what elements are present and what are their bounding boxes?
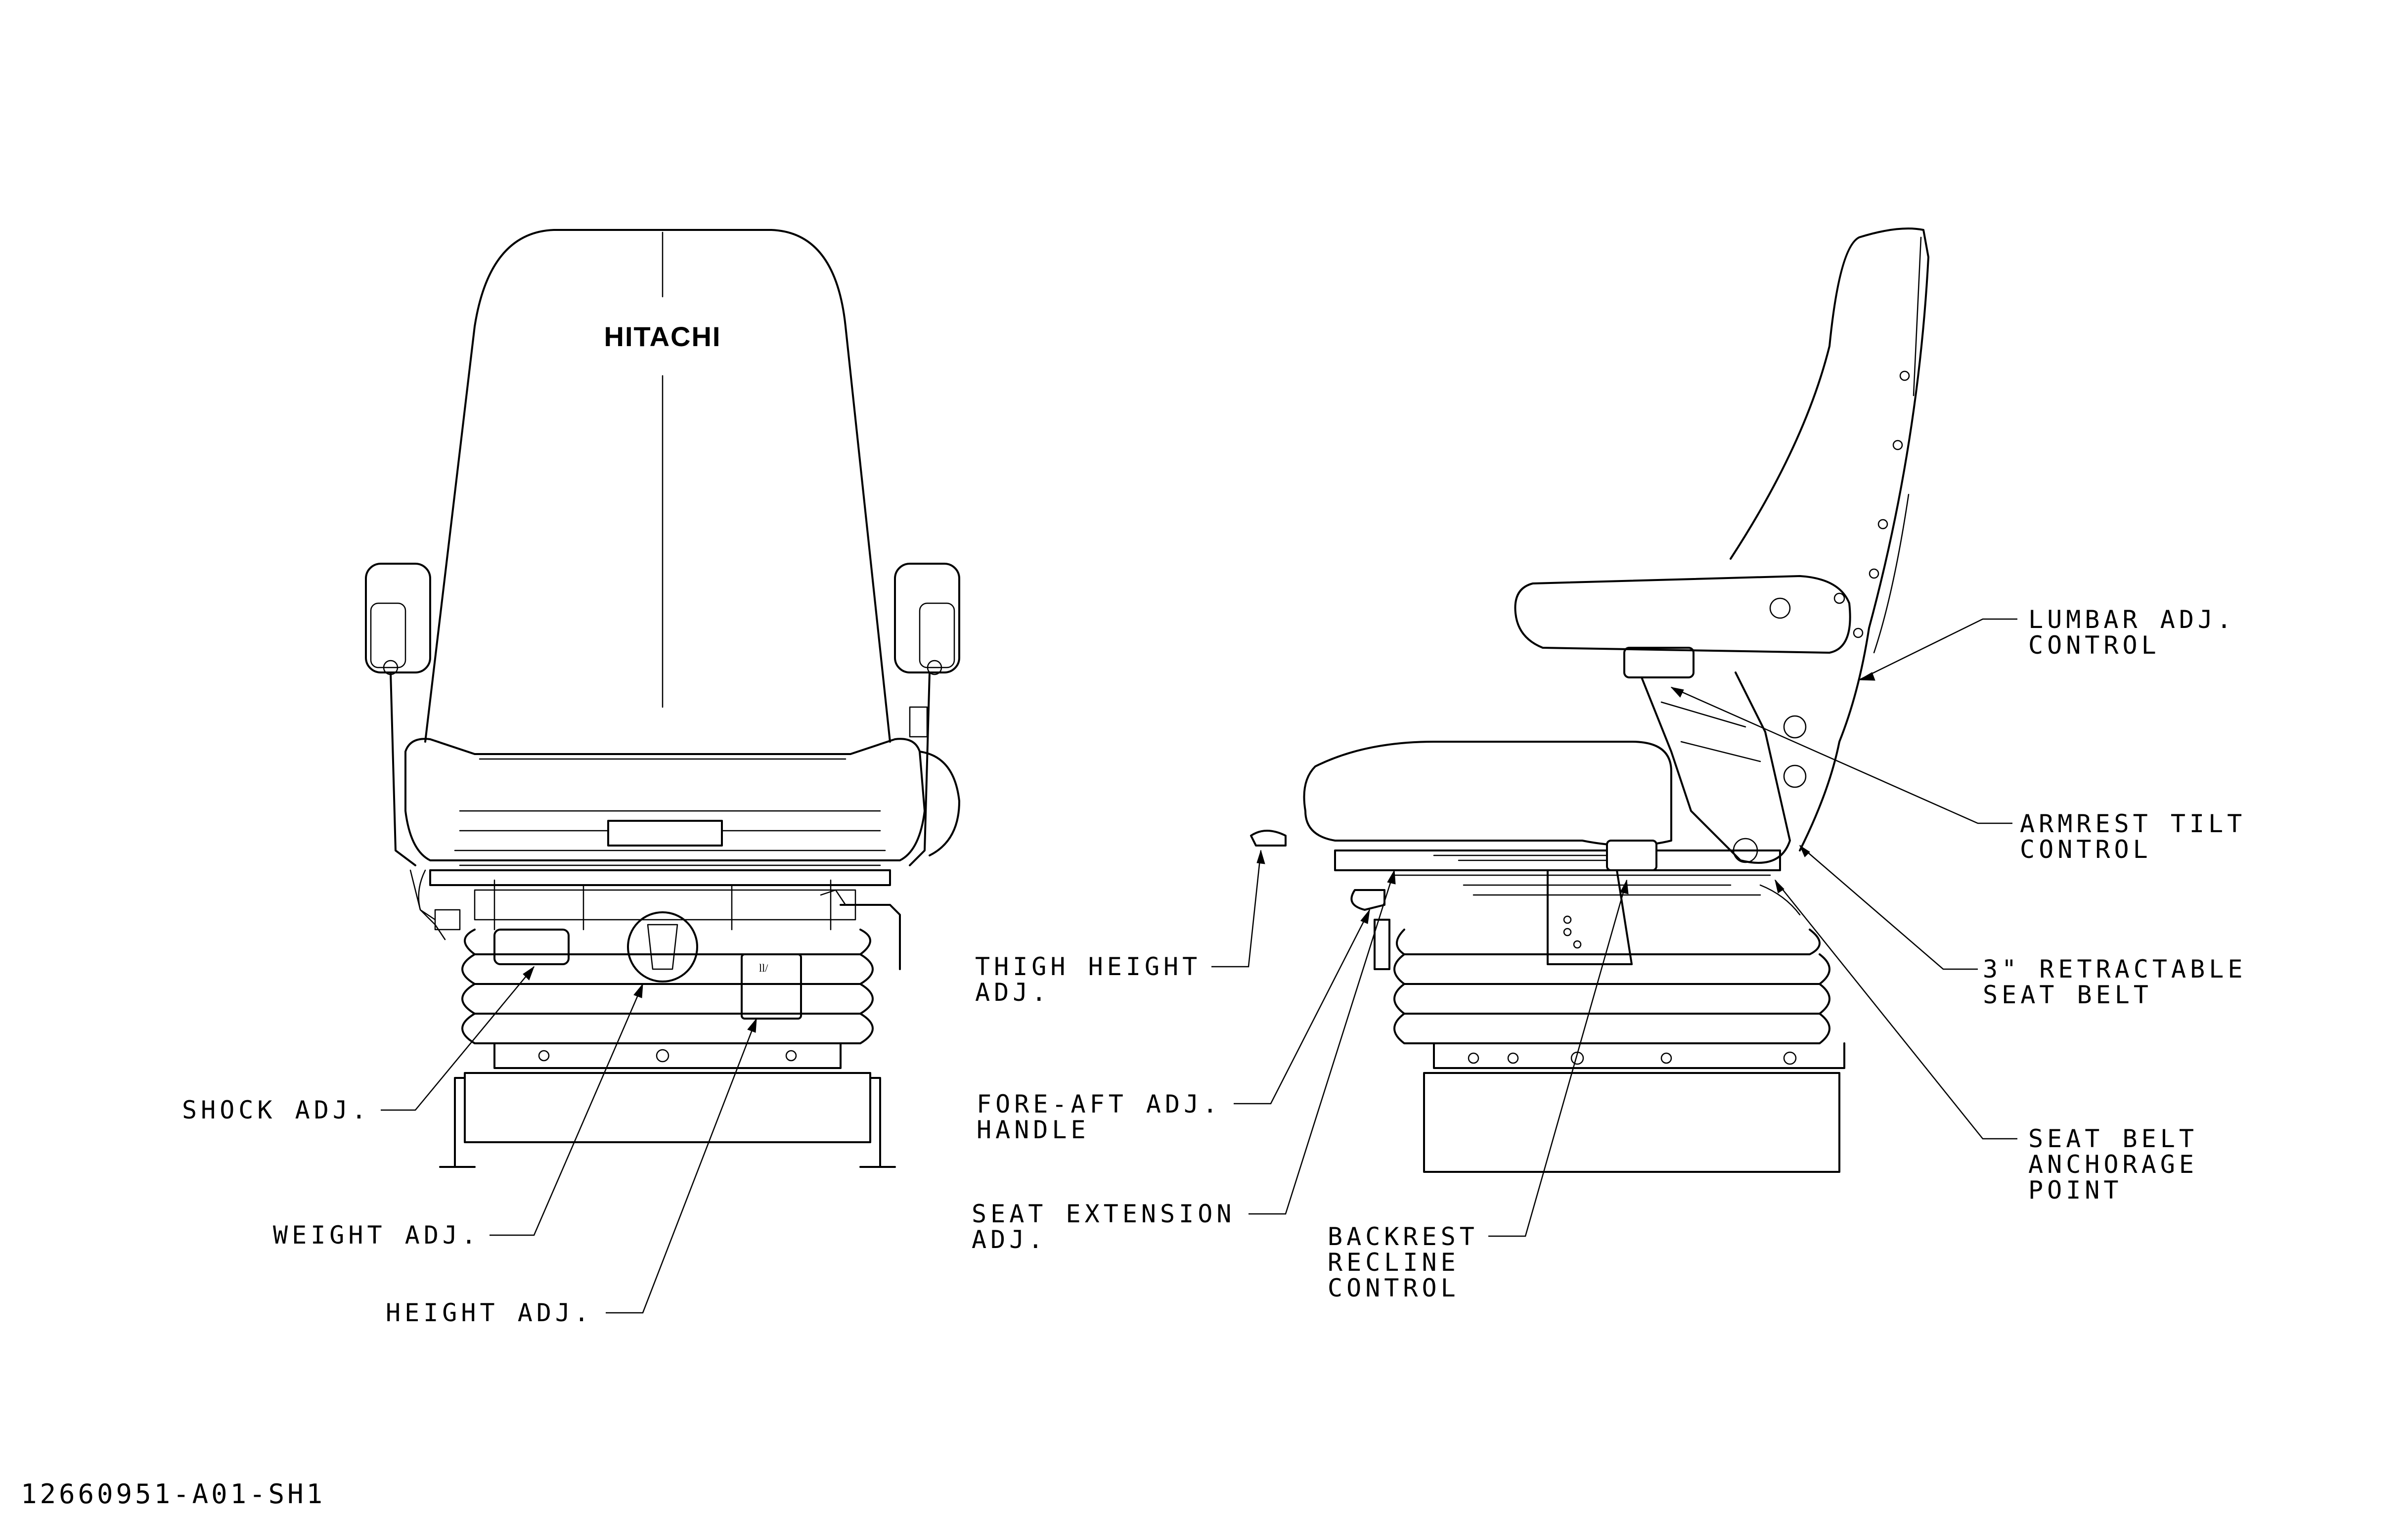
arrow-backrest [1620, 879, 1629, 894]
leader-backrest [1488, 880, 1628, 1237]
leader-shock [381, 966, 535, 1111]
front-control-knobs: ll/ [418, 869, 802, 1020]
front-bellows [461, 929, 874, 1069]
label-thigh-2: ADJ. [975, 978, 1050, 1007]
leader-belt [1799, 845, 1978, 970]
arrow-shock [523, 966, 535, 981]
seat-extension-lever [1374, 919, 1390, 970]
label-shock-adj: SHOCK ADJ. [182, 1096, 370, 1124]
leader-extension [1249, 870, 1395, 1215]
front-seat-cushion [404, 738, 926, 861]
side-backrest-edge [1873, 236, 1922, 654]
label-backrest-3: CONTROL [1328, 1274, 1460, 1302]
side-armrest [1514, 575, 1851, 654]
leader-lines [381, 618, 2017, 1314]
front-right-armrest [894, 563, 960, 866]
label-belt-1: 3" RETRACTABLE [1983, 955, 2246, 983]
armrest-tilt-lever [1623, 647, 1695, 678]
label-armrest-2: CONTROL [2020, 835, 2152, 864]
front-base [439, 1072, 896, 1168]
arrow-lumbar [1858, 672, 1875, 681]
arrow-anchorage [1775, 879, 1784, 893]
leader-thigh [1211, 850, 1262, 968]
shock-adj-lever [493, 929, 570, 965]
front-view-seat: HITACHI [365, 229, 960, 1168]
label-belt-2: SEAT BELT [1983, 981, 2152, 1009]
leader-lumbar [1859, 618, 2017, 681]
arrow-belt [1799, 845, 1810, 857]
arrow-extension [1387, 869, 1396, 885]
leader-height [606, 1018, 758, 1314]
leader-fore-aft [1234, 909, 1371, 1105]
label-lumbar-1: LUMBAR ADJ. [2028, 605, 2235, 634]
arrow-armrest [1670, 687, 1684, 698]
leader-weight [490, 983, 644, 1236]
arrow-thigh [1256, 849, 1265, 864]
drawing-number: 12660951-A01-SH1 [21, 1478, 325, 1510]
label-fore-aft-1: FORE-AFT ADJ. [977, 1090, 1221, 1118]
label-anchorage-1: SEAT BELT [2028, 1124, 2198, 1153]
side-seat-cushion [1303, 741, 1672, 847]
side-bellows [1393, 929, 1845, 1069]
backrest-recline-plate [1547, 869, 1633, 965]
label-armrest-1: ARMREST TILT [2020, 809, 2246, 838]
leader-anchorage [1775, 880, 2017, 1140]
label-height-adj: HEIGHT ADJ. [386, 1298, 593, 1327]
weight-adj-knob [627, 911, 698, 982]
leader-armrest [1671, 686, 2012, 824]
label-extension-2: ADJ. [972, 1225, 1047, 1254]
side-armrest-post [1641, 671, 1791, 864]
arrow-weight [633, 983, 643, 998]
label-weight-adj: WEIGHT ADJ. [273, 1221, 480, 1250]
callout-labels: SHOCK ADJ. WEIGHT ADJ. HEIGHT ADJ. LUMBA… [21, 605, 2246, 1510]
front-upper-mechanism [429, 810, 901, 970]
side-upper-mechanism [1334, 840, 1801, 970]
label-anchorage-2: ANCHORAGE [2028, 1150, 2198, 1179]
front-cushion-side [919, 751, 960, 856]
brand-logo: HITACHI [604, 321, 721, 352]
label-extension-1: SEAT EXTENSION [972, 1200, 1235, 1228]
side-backrest [1730, 227, 1929, 851]
front-left-armrest [365, 563, 446, 940]
arrow-fore-aft [1360, 909, 1370, 924]
front-backrest [424, 229, 891, 743]
height-adj-plate [741, 953, 802, 1020]
label-fore-aft-2: HANDLE [977, 1116, 1090, 1144]
label-backrest-2: RECLINE [1328, 1248, 1460, 1277]
side-view-seat [1250, 227, 1929, 1173]
thigh-height-lever [1250, 830, 1287, 847]
label-lumbar-2: CONTROL [2028, 631, 2160, 660]
fore-aft-handle [1350, 889, 1385, 911]
side-base [1423, 1072, 1840, 1173]
label-anchorage-3: POINT [2028, 1176, 2123, 1205]
label-thigh-1: THIGH HEIGHT [975, 952, 1201, 981]
label-backrest-1: BACKREST [1328, 1222, 1478, 1251]
arrow-height [747, 1018, 757, 1033]
svg-text:ll/: ll/ [759, 962, 768, 974]
